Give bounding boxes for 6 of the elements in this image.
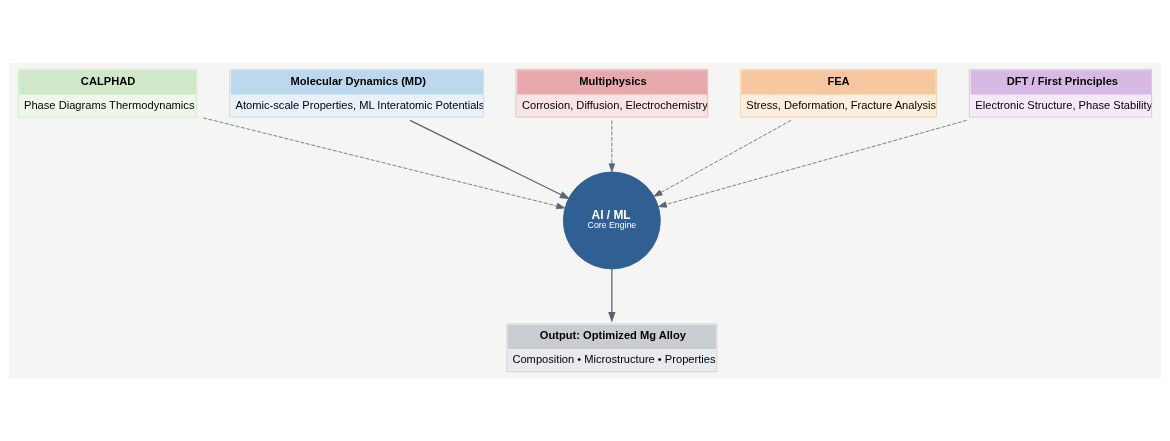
arrow bbox=[608, 268, 616, 323]
arrow bbox=[409, 119, 571, 200]
arrow bbox=[658, 119, 968, 208]
arrow bbox=[653, 119, 792, 197]
arrow bbox=[202, 117, 566, 210]
arrow bbox=[608, 119, 616, 173]
